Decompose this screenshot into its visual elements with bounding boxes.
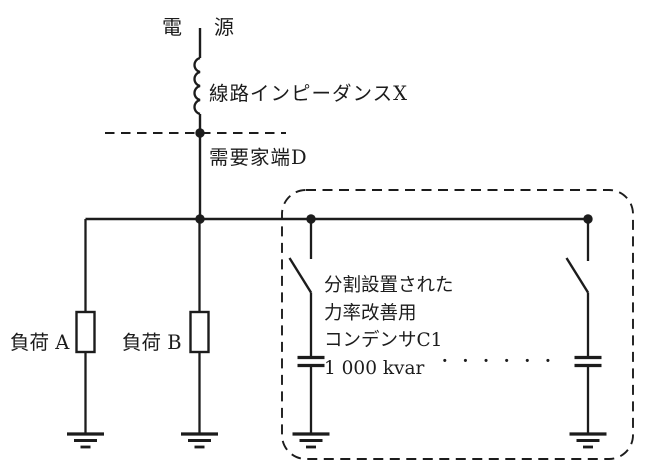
power-source-label: 電 源 [162,15,240,39]
capacitor-bank-caption: 分割設置された 力率改善用 コンデンサC1 1 000 kvar [324,272,454,382]
load-a-resistor-box [75,310,96,354]
consumer-end-label: 需要家端D [209,146,308,169]
inductor-coil-icon [193,56,201,116]
capacitor-caption-line-2: 力率改善用 [324,302,417,324]
load-b-ground-icon [181,432,218,449]
load-a-ground-icon [67,432,104,449]
load-b-resistor-box [189,310,210,354]
capacitor-caption-line-3: コンデンサC1 [324,330,443,351]
capacitor-1-ground-icon [292,432,330,449]
capacitor-n-branch [565,219,607,449]
capacitor-caption-line-4: 1 000 kvar [324,357,425,379]
capacitor-caption-line-1: 分割設置された [324,275,454,296]
load-a-label: 負荷 A [10,331,70,354]
capacitor-1-switch-icon [288,257,313,294]
line-impedance-label: 線路インピーダンスX [209,82,408,105]
capacitor-1-symbol [297,355,325,368]
capacitor-bank-dashed-box [281,189,634,460]
load-a-branch [67,219,104,449]
capacitor-1-branch [288,219,330,449]
power-feed-line [193,28,202,219]
capacitor-n-switch-icon [565,257,590,294]
junction-dot-consumer-end [195,128,205,138]
capacitor-continuation-dots: ······ [441,347,565,375]
load-b-branch [181,219,218,449]
load-b-label: 負荷 B [122,331,182,354]
capacitor-n-ground-icon [569,432,607,449]
capacitor-n-symbol [574,355,602,368]
